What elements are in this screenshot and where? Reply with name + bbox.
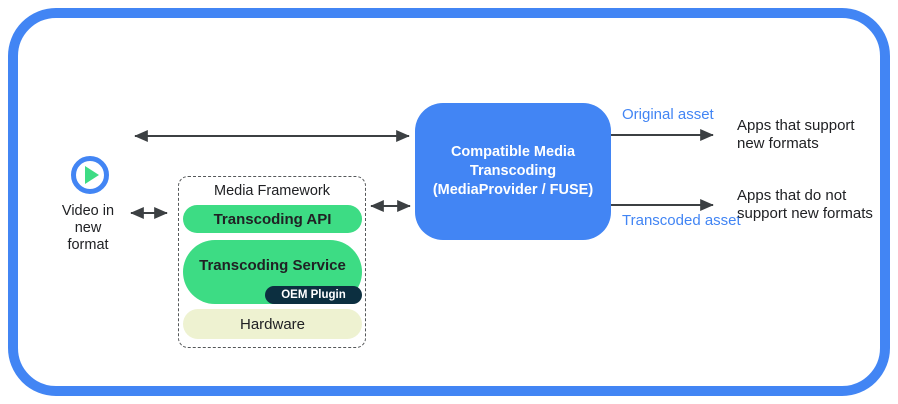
- transcoded-asset-label: Transcoded asset: [622, 212, 741, 229]
- oem-plugin-pill: OEM Plugin: [265, 286, 362, 304]
- apps-not-support-label: Apps that do not support new formats: [737, 187, 873, 222]
- apps-support-label: Apps that support new formats: [737, 117, 855, 152]
- play-triangle-icon: [85, 166, 99, 184]
- media-framework-title: Media Framework: [213, 183, 331, 199]
- compatible-media-transcoding-box: Compatible Media Transcoding (MediaProvi…: [415, 103, 611, 240]
- play-icon: [71, 156, 109, 194]
- hardware-pill: Hardware: [183, 309, 362, 339]
- outer-frame: [8, 8, 890, 396]
- transcoding-api-pill: Transcoding API: [183, 205, 362, 233]
- original-asset-label: Original asset: [622, 106, 714, 123]
- video-source-label: Video in new format: [61, 203, 115, 253]
